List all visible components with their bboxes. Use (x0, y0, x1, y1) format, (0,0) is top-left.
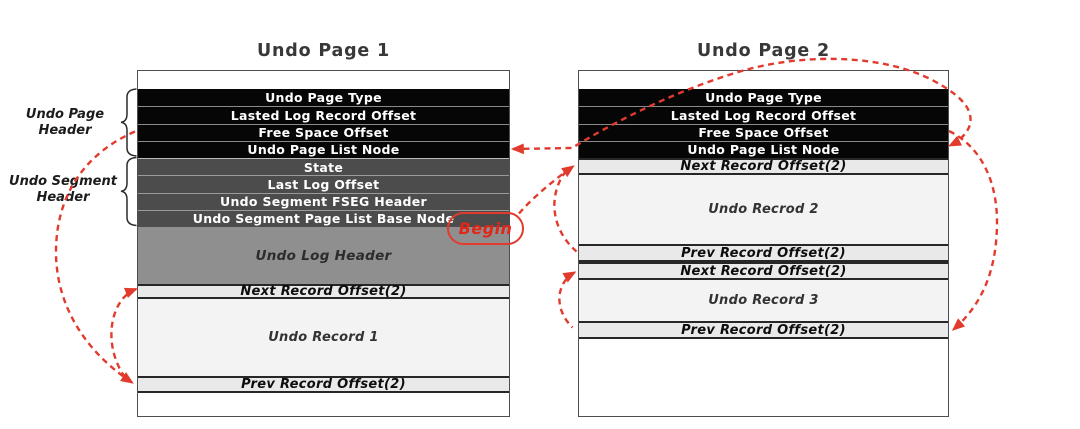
page2-title: Undo Page 2 (697, 41, 830, 61)
page1-free-space-link-arrow (54, 130, 136, 384)
undo-segment-header-label: Undo Segment Header (4, 174, 122, 205)
page1-undo-record-1-section: Undo Record 1 (138, 299, 509, 376)
page2-row-lasted-log-record-offset: Lasted Log Record Offset (579, 106, 948, 124)
page1-empty-bottom-strip (138, 393, 509, 416)
begin-annotation: Begin (447, 212, 524, 245)
page2-row-undo-page-list-node: Undo Page List Node (579, 140, 948, 158)
page2-record3-link-arrow (558, 271, 577, 329)
page2-undo-record-3-section: Undo Record 3 (579, 280, 948, 321)
page1-row-last-log-offset: Last Log Offset (138, 175, 509, 193)
page2-undo-record-2-section: Undo Recrod 2 (579, 175, 948, 244)
undo-segment-header-label-line2: Header (36, 189, 90, 205)
undo-segment-header-brace (120, 156, 137, 227)
undo-segment-header-label-line1: Undo Segment (9, 174, 117, 189)
page1-row-undo-page-list-node: Undo Page List Node (138, 140, 509, 158)
begin-link-arrow (518, 165, 575, 215)
page2-prev-record-offset-row-1: Prev Record Offset(2) (579, 244, 948, 262)
page1-record1-link-arrow (110, 287, 139, 382)
page2-free-space-link-arrow (948, 129, 999, 331)
page1-prev-record-offset-row: Prev Record Offset(2) (138, 376, 509, 393)
page2-next-record-offset-row-2: Next Record Offset(2) (579, 262, 948, 280)
page1-next-record-offset-row: Next Record Offset(2) (138, 284, 509, 299)
undo-page-1-box: Undo Page Type Lasted Log Record Offset … (137, 70, 510, 417)
undo-page-header-label: Undo Page Header (6, 107, 124, 138)
page1-row-state: State (138, 158, 509, 176)
page2-next-record-offset-row-1: Next Record Offset(2) (579, 158, 948, 175)
page2-prev-record-offset-row-2: Prev Record Offset(2) (579, 321, 948, 339)
page2-empty-bottom-strip (579, 339, 948, 416)
page1-title: Undo Page 1 (257, 41, 390, 61)
undo-page-2-box: Undo Page Type Lasted Log Record Offset … (578, 70, 949, 417)
page2-record2-link-curve (553, 170, 578, 253)
page1-undo-log-header-section: Undo Log Header (138, 227, 509, 284)
page1-row-undo-segment-fseg-header: Undo Segment FSEG Header (138, 192, 509, 210)
page1-row-undo-page-type: Undo Page Type (138, 89, 509, 107)
page2-row-undo-page-type: Undo Page Type (579, 89, 948, 107)
page1-row-undo-segment-page-list-base-node: Undo Segment Page List Base Node (138, 209, 509, 227)
undo-page-header-label-line1: Undo Page (25, 107, 105, 122)
page2-empty-top-strip (579, 71, 948, 89)
page1-empty-top-strip (138, 71, 509, 89)
page1-row-lasted-log-record-offset: Lasted Log Record Offset (138, 106, 509, 124)
undo-page-header-label-line2: Header (38, 122, 92, 138)
page2-row-free-space-offset: Free Space Offset (579, 123, 948, 141)
page1-row-free-space-offset: Free Space Offset (138, 123, 509, 141)
